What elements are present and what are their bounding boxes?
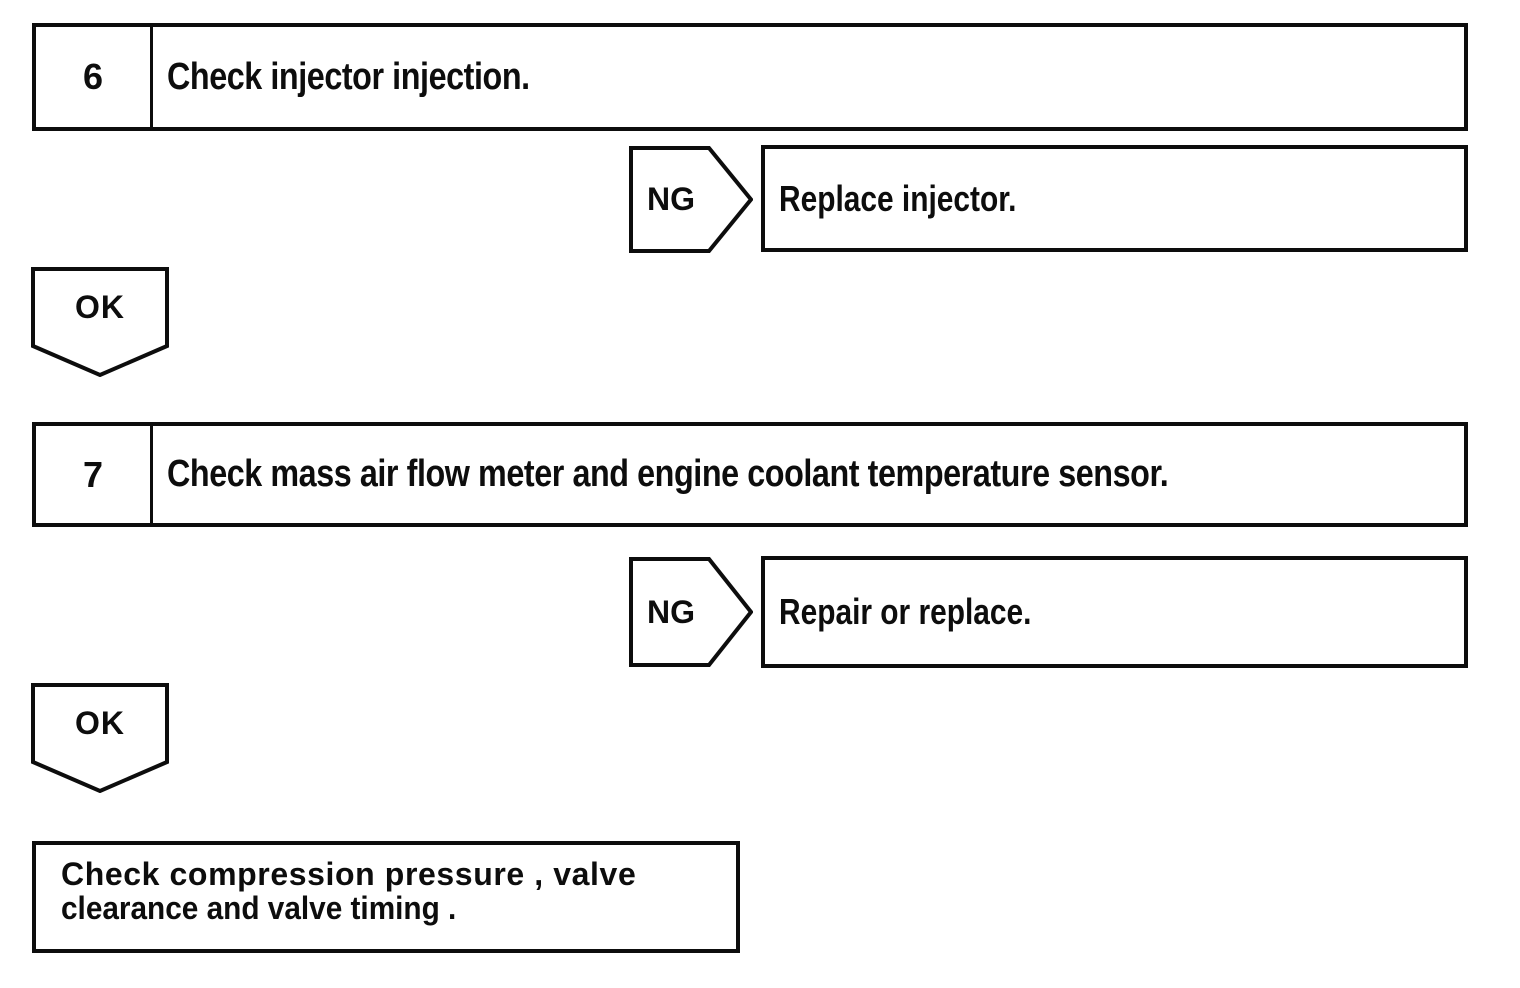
- ng-action-label: Replace injector.: [779, 177, 1017, 219]
- ng-action-label: Repair or replace.: [779, 591, 1032, 632]
- ng-label: NG: [647, 181, 695, 217]
- step-text-cell: Check mass air flow meter and engine coo…: [153, 426, 1464, 523]
- step-number: 6: [36, 27, 153, 127]
- ok-connector: OK: [31, 267, 169, 377]
- terminal-line-2: clearance and valve timing .: [61, 890, 457, 926]
- ok-label: OK: [75, 704, 125, 741]
- terminal-box: Check compression pressure , valve clear…: [32, 841, 740, 953]
- ok-connector: OK: [31, 683, 169, 793]
- ng-arrow-icon: [629, 146, 753, 253]
- ok-label: OK: [75, 288, 125, 325]
- ok-arrow-icon: [31, 683, 169, 793]
- ng-connector: NG: [629, 557, 753, 667]
- terminal-line-1: Check compression pressure , valve: [61, 856, 637, 892]
- step-box-7: 7 Check mass air flow meter and engine c…: [32, 422, 1468, 527]
- ng-action-box: Repair or replace.: [761, 556, 1468, 668]
- ng-arrow-icon: [629, 557, 753, 667]
- ok-arrow-icon: [31, 267, 169, 377]
- ng-connector: NG: [629, 146, 753, 253]
- step-label: Check injector injection.: [167, 55, 530, 98]
- ng-action-box: Replace injector.: [761, 145, 1468, 252]
- step-text-cell: Check injector injection.: [153, 27, 1464, 127]
- step-box-6: 6 Check injector injection.: [32, 23, 1468, 131]
- step-number: 7: [36, 426, 153, 523]
- ng-label: NG: [647, 593, 695, 630]
- step-label: Check mass air flow meter and engine coo…: [167, 453, 1169, 495]
